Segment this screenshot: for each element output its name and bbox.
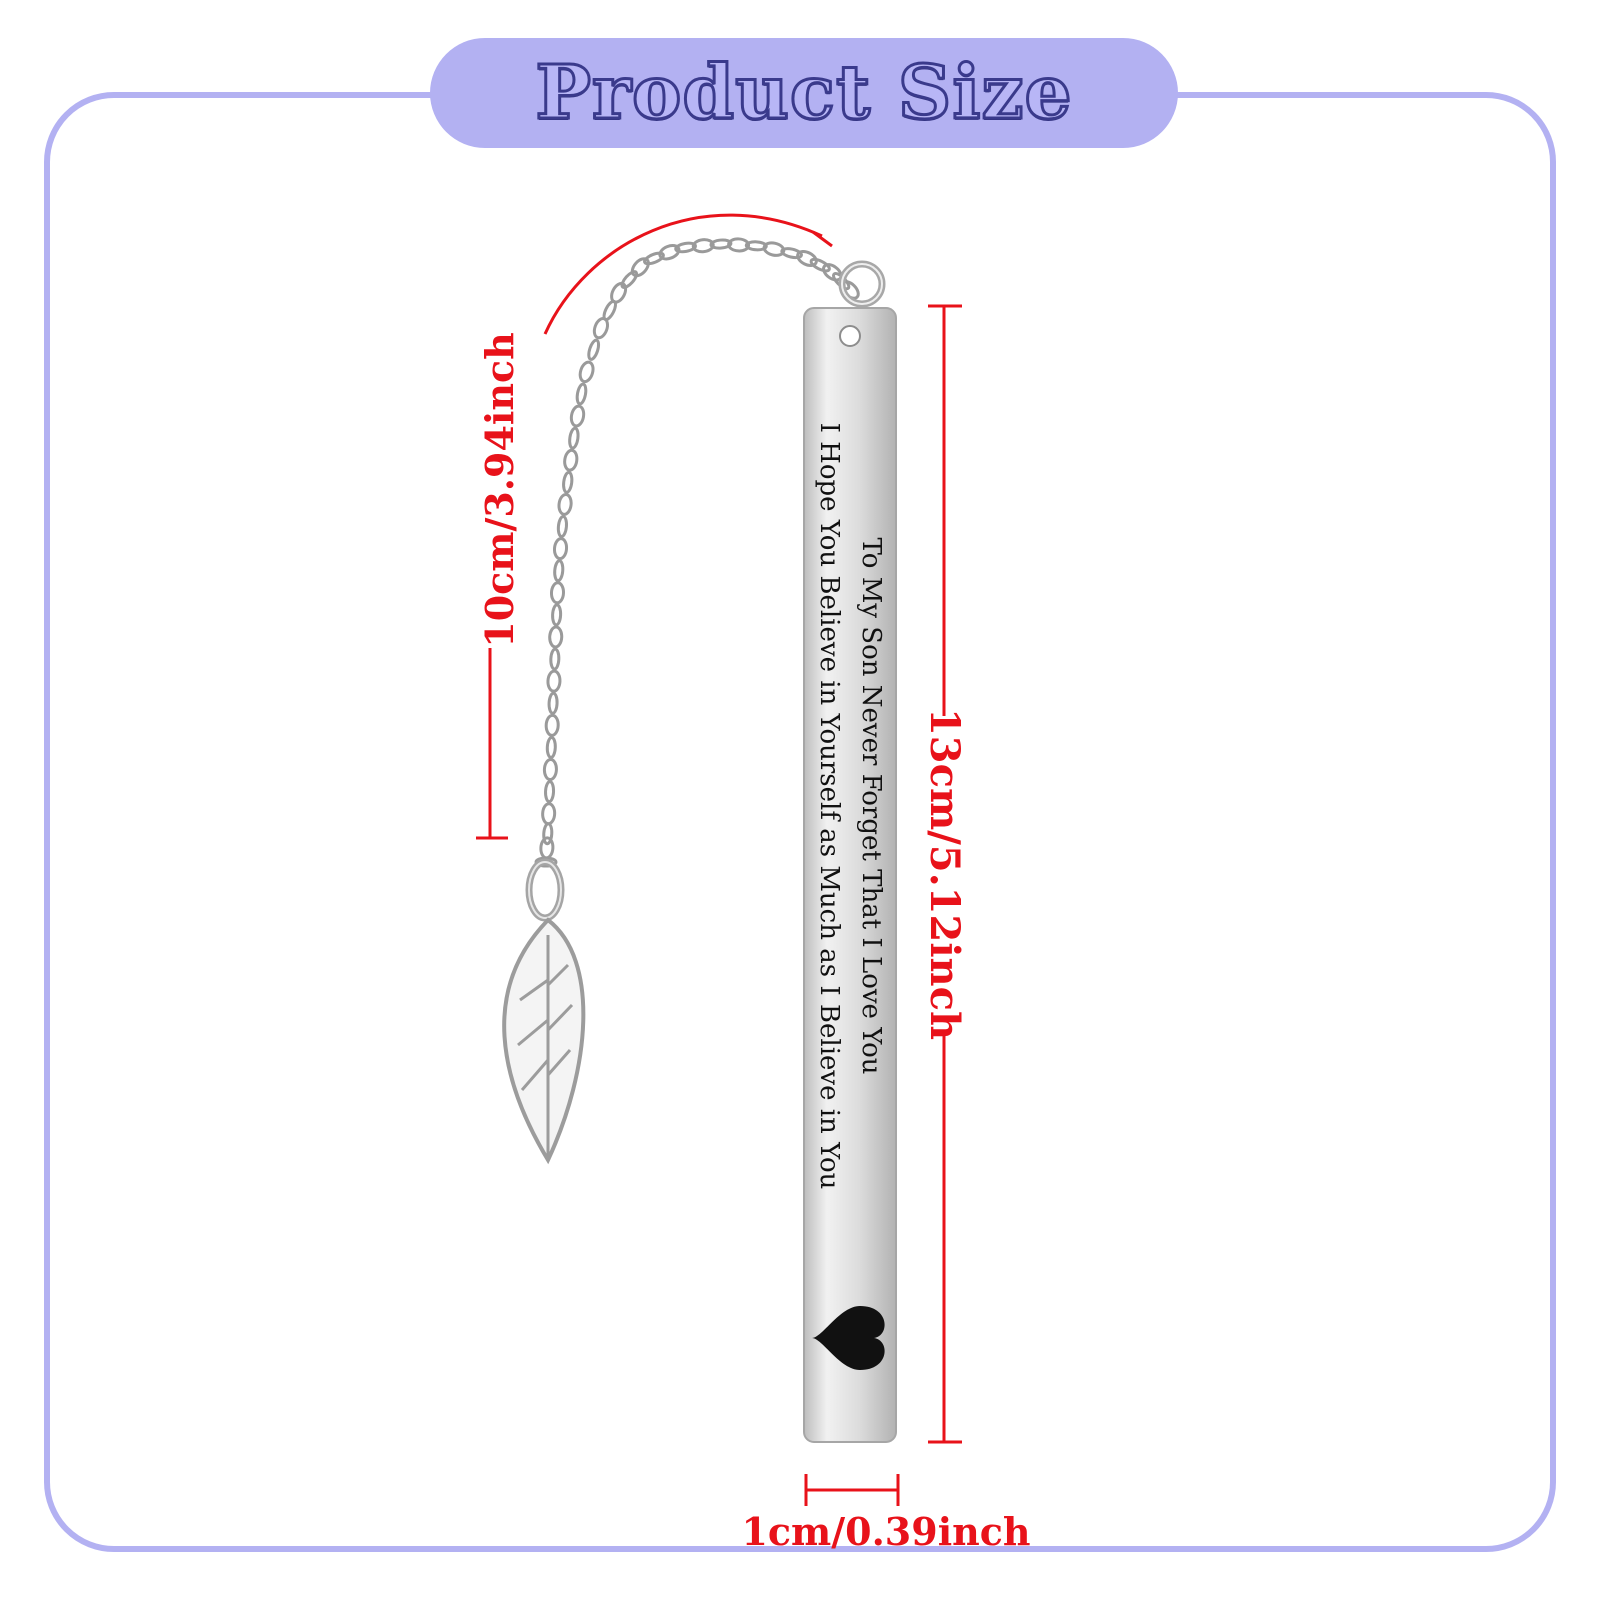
engraving-line-1: To My Son Never Forget That I Love You [856,537,886,1075]
chain-link [809,257,831,273]
engraving-line-2: I Hope You Believe in Yourself as Much a… [814,422,844,1190]
chain-link [796,250,818,267]
bookmark-engraving: To My Son Never Forget That I Love You I… [790,423,910,1190]
chain-link [674,241,697,254]
chain-link [553,559,565,583]
card-frame [44,92,1556,1552]
chain-link [557,492,573,516]
chain-link [587,338,601,361]
chain-link [643,251,665,266]
chain-link [548,625,564,649]
chain-link [780,247,803,260]
chain-link [542,758,558,782]
chain-link [709,238,733,250]
feather-charm-icon [502,858,586,1165]
chain-icon [534,237,860,868]
chain-link [563,448,579,472]
bar-hole [839,325,861,347]
chain-link [545,735,557,759]
bar-height-label: 13cm/5.12inch [921,707,968,1041]
chain-dimension-line [476,213,833,840]
chain-link [546,669,562,693]
chain-link [744,240,768,252]
chain-link [556,515,569,538]
chain-link [658,244,681,261]
chain-link [568,426,580,450]
chain-link [592,317,610,340]
bar-width-label: 1cm/0.39inch [741,1509,1031,1554]
chain-link [539,836,555,860]
chain-link [544,713,560,737]
chain-link [578,360,595,384]
bookmark-bar [803,307,897,1443]
chain-link [562,470,574,494]
page-title: Product Size [534,49,1073,138]
chain-link [541,802,557,826]
chain-link [691,238,715,254]
height-dimension-line [928,304,962,1444]
chain-link [552,537,569,561]
chain-link [549,647,561,671]
chain-link [630,257,650,278]
chain-link [569,404,586,428]
chain-length-label: 10cm/3.94inch [477,332,522,648]
chain-link [551,603,563,627]
chain-link [620,270,639,290]
chain-link [542,822,554,846]
width-dimension-line [804,1474,900,1506]
heart-icon [812,1306,885,1370]
title-banner: Product Size [430,38,1178,148]
chain-link [547,691,559,715]
chain-link [549,581,565,605]
chain-link [575,382,588,406]
chain-link [544,780,556,804]
